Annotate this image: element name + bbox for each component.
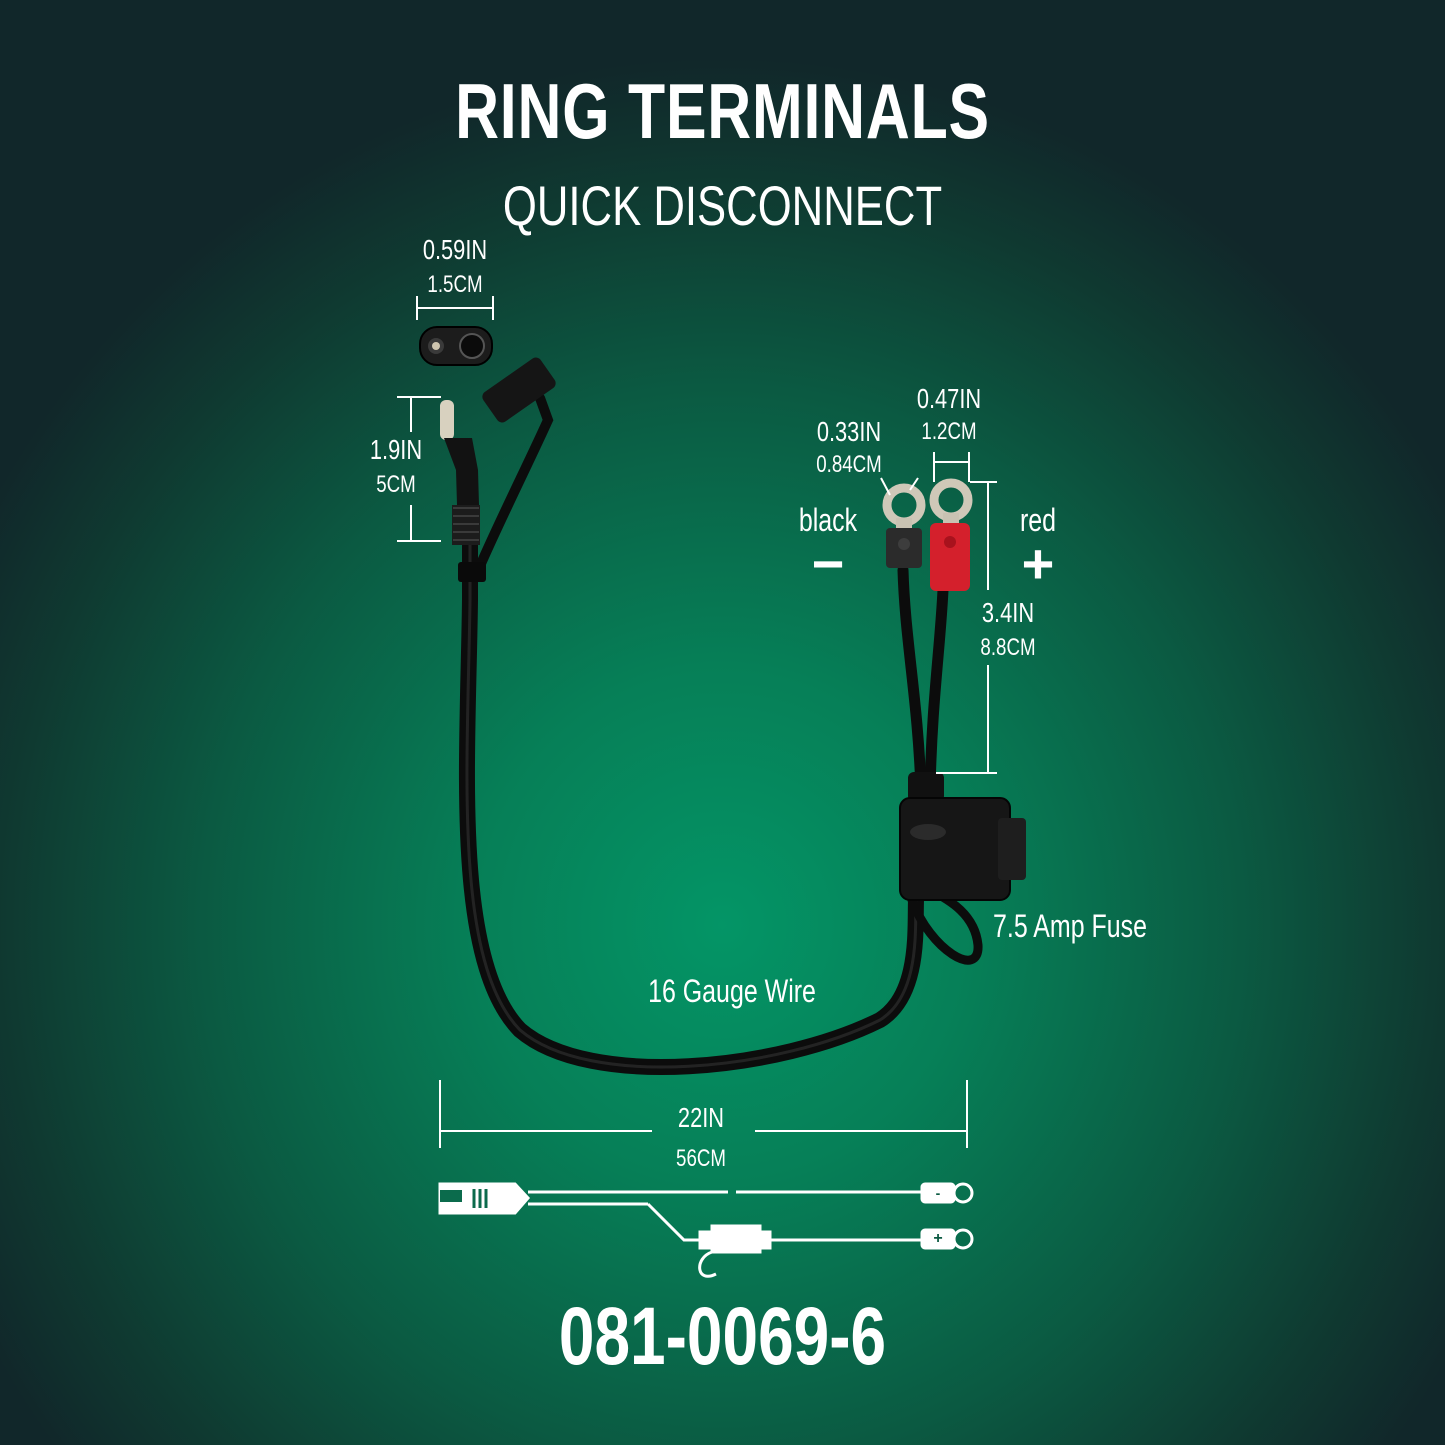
wire-callout: 16 Gauge Wire — [648, 973, 816, 1009]
positive-label: red — [1019, 502, 1057, 538]
positive-symbol: + — [1021, 532, 1055, 595]
sae-length-cm: 5CM — [376, 471, 416, 498]
ring-terminal-black-icon — [882, 483, 926, 568]
fuse-callout: 7.5 Amp Fuse — [992, 908, 1148, 944]
dimension-ring-small — [880, 477, 919, 496]
ring-large-cm: 1.2CM — [921, 418, 977, 445]
ring-terminal-red-icon — [929, 478, 973, 591]
ring-small-inches: 0.33IN — [816, 416, 882, 447]
ring-large-inches: 0.47IN — [916, 383, 982, 414]
lead-length-cm: 8.8CM — [980, 634, 1036, 661]
negative-label: black — [798, 502, 858, 538]
sae-length-inches: 1.9IN — [369, 434, 423, 465]
schematic-diagram — [438, 1182, 974, 1278]
dimension-cap-width — [416, 296, 494, 320]
negative-symbol: − — [811, 532, 845, 595]
schematic-positive-mark: + — [933, 1230, 943, 1247]
page-subtitle: QUICK DISCONNECT — [502, 174, 943, 237]
part-number: 081-0069-6 — [558, 1291, 887, 1382]
cable-icon — [458, 393, 983, 1075]
schematic-negative-mark: - — [935, 1185, 941, 1201]
ring-small-cm: 0.84CM — [816, 451, 882, 478]
dimension-total-length — [439, 1080, 968, 1148]
dimension-ring-large — [933, 452, 970, 482]
lead-length-inches: 3.4IN — [981, 597, 1035, 628]
fuse-holder-icon — [899, 772, 1026, 901]
cap-width-inches: 0.59IN — [422, 234, 488, 265]
dimension-sae-length — [397, 396, 441, 542]
page-title: RING TERMINALS — [455, 67, 990, 155]
sae-connector-icon — [440, 357, 556, 582]
total-length-cm: 56CM — [676, 1145, 726, 1172]
total-length-inches: 22IN — [677, 1102, 725, 1133]
dimension-lead-length — [936, 481, 997, 774]
cap-width-cm: 1.5CM — [427, 271, 483, 298]
sae-cap-icon — [419, 326, 493, 366]
